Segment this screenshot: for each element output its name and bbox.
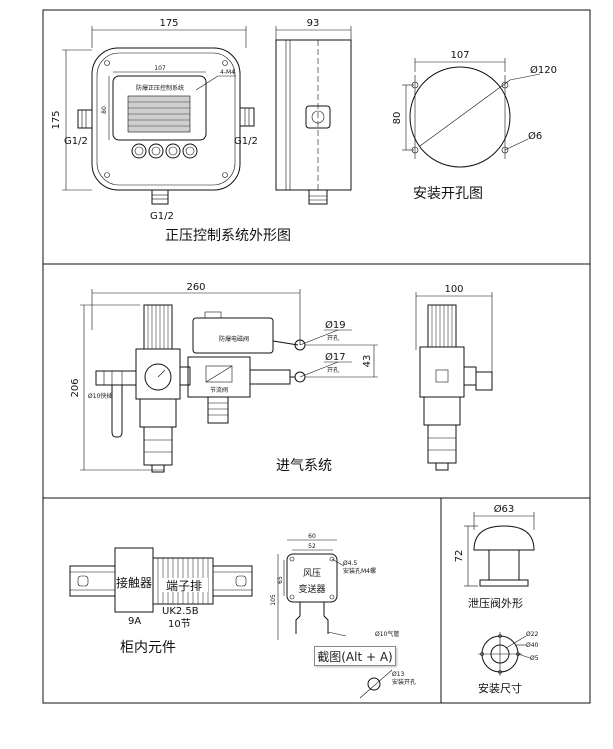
dim-hole-spacing: 43 [362, 355, 373, 368]
outer-frame [42, 9, 591, 704]
pressure-gauge [144, 363, 172, 391]
tx-mount-dia: Ø13 [392, 671, 405, 678]
relief-valve: Ø63 72 泄压阀外形 Ø22 Ø40 Ø5 安装尺寸 [454, 503, 539, 695]
terminal-block: 端子排 [152, 557, 214, 605]
hole-top-note: 开孔 [327, 334, 339, 342]
caption-relief-valve: 泄压阀外形 [468, 596, 523, 610]
dim-cutout-height: 80 [392, 112, 403, 125]
control-box-side-view: 93 [275, 18, 352, 205]
solenoid-valve-label: 防爆电磁阀 [219, 335, 249, 343]
cable-gland-bottom [151, 189, 169, 205]
contactor-rating: 9A [128, 616, 141, 627]
port-label-left: G1/2 [64, 136, 88, 147]
install-d5: Ø5 [530, 655, 539, 662]
dim-front-height: 175 [51, 110, 62, 129]
quick-connect-label: Ø10快插 [88, 392, 112, 400]
contactor-label: 接触器 [116, 575, 152, 590]
display-title: 防爆正压控制系统 [136, 84, 184, 92]
pressure-transmitter: 60 52 风压 变送器 105 65 Ø4.5 安装孔M4螺 Ø10气管 Ø1… [270, 533, 416, 699]
terminal-label: 端子排 [166, 579, 202, 593]
cable-gland-right [239, 107, 255, 127]
throttle-valve-label: 节流阀 [210, 386, 228, 394]
dim-side-width-intake: 100 [444, 284, 463, 295]
tx-hole-note: 安装孔M4螺 [343, 567, 376, 575]
dim-cutout-width: 107 [450, 50, 469, 61]
install-d40: Ø40 [526, 642, 539, 649]
caption-cabinet: 柜内元件 [120, 640, 176, 656]
caption-air-intake: 进气系统 [276, 458, 332, 474]
dim-cutout-diameter: Ø120 [530, 64, 557, 76]
air-intake-side-view: 100 [415, 284, 493, 471]
hole-top-diameter: Ø19 [325, 319, 346, 331]
cabinet-components: 接触器 端子排 9A UK2.5B 10节 [69, 547, 253, 630]
screenshot-tooltip: 截图(Alt + A) [314, 646, 396, 666]
dim-display-height: 80 [101, 106, 108, 114]
air-intake-front-view: 260 206 Ø10快插 防爆电磁阀 [70, 282, 378, 473]
contactor [114, 547, 154, 613]
install-d22: Ø22 [526, 631, 539, 638]
tx-tube-note: Ø10气管 [375, 630, 399, 638]
holes-note: 4-M4 [220, 69, 235, 76]
dim-side-width: 93 [307, 18, 320, 29]
hole-bottom-note: 开孔 [327, 366, 339, 374]
dim-intake-width: 260 [186, 282, 205, 293]
terminal-count: 10节 [168, 618, 191, 630]
cable-gland-left [77, 109, 93, 129]
dim-intake-height: 206 [70, 378, 81, 397]
port-label-right: G1/2 [234, 136, 258, 147]
tx-width-outer: 60 [308, 533, 316, 540]
dim-display-width: 107 [154, 65, 166, 72]
valve-height: 72 [454, 550, 465, 563]
hole-bottom-diameter: Ø17 [325, 351, 346, 363]
tx-width-inner: 52 [308, 543, 316, 550]
tx-hole-dia: Ø4.5 [343, 560, 357, 567]
tx-height: 105 [270, 594, 277, 606]
front-buttons [131, 143, 198, 159]
dim-front-width: 175 [159, 18, 178, 29]
terminal-model: UK2.5B [162, 606, 199, 617]
tx-height-inner: 65 [277, 576, 284, 584]
cutout-diagram: 107 80 Ø120 Ø6 [392, 50, 557, 168]
tx-mount-note: 安装开孔 [392, 678, 416, 686]
port-label-bottom: G1/2 [150, 211, 174, 222]
caption-control-system: 正压控制系统外形图 [165, 228, 291, 244]
dim-cutout-hole: Ø6 [528, 130, 542, 142]
caption-cutout: 安装开孔图 [413, 186, 483, 202]
tx-label-1: 风压 [303, 568, 321, 579]
caption-install-size: 安装尺寸 [478, 681, 522, 695]
tx-label-2: 变送器 [298, 583, 325, 595]
valve-diameter: Ø63 [494, 503, 515, 515]
control-box-front-view: 175 175 防爆正压控制系统 107 80 4-M4 [51, 18, 258, 222]
